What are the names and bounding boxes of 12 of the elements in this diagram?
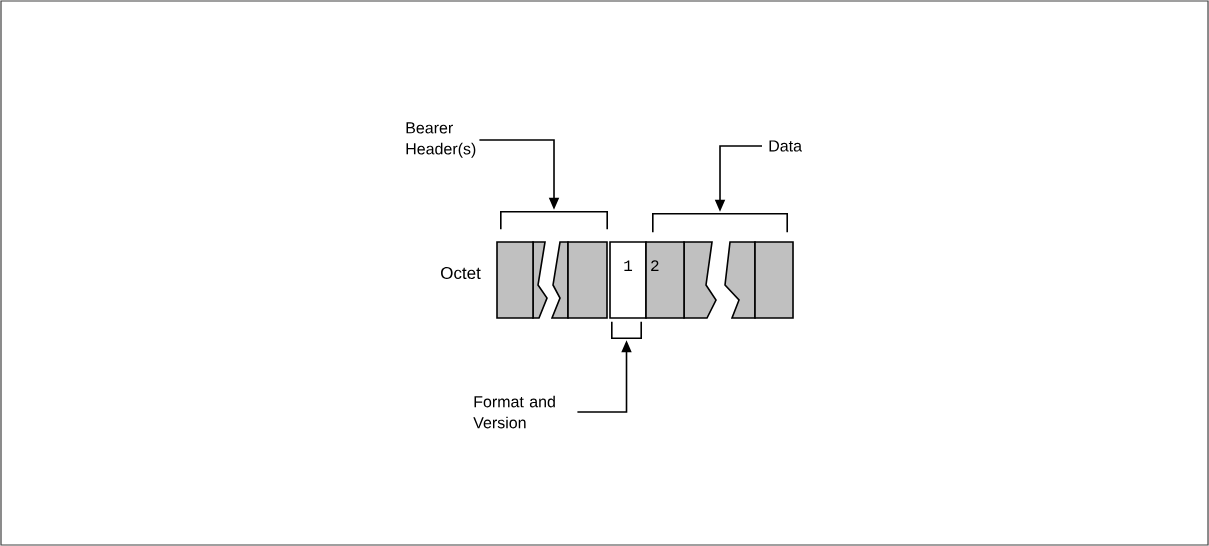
bracket	[611, 321, 642, 339]
octet-cell: 1	[609, 241, 647, 319]
octet-cell	[496, 241, 534, 319]
leader-text: Format and Version	[473, 395, 555, 429]
row-label: Octet	[441, 267, 481, 280]
bracket	[652, 213, 788, 233]
bracket	[500, 211, 608, 230]
octet-cell	[567, 241, 608, 319]
leader-text: Bearer Header(s)	[406, 122, 476, 158]
octet-cell	[754, 241, 794, 319]
leader-text: Data	[769, 140, 802, 152]
octet-cell: 2	[645, 241, 685, 319]
